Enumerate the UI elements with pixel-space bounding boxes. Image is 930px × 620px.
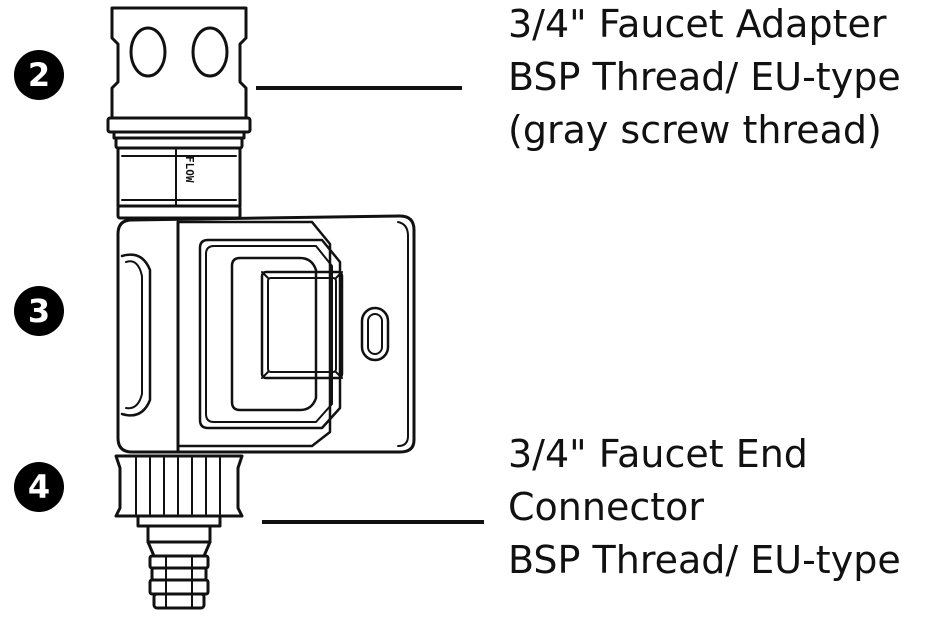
end-connector-callout-line-3: BSP Thread/ EU-type xyxy=(508,538,901,582)
adapter-callout-line-3: (gray screw thread) xyxy=(508,108,882,152)
adapter-callout-line-1: 3/4" Faucet Adapter xyxy=(508,2,887,46)
faucet-adapter xyxy=(106,6,252,220)
adapter-leader-line xyxy=(256,86,462,90)
end-connector-leader-line xyxy=(262,520,484,524)
badge-2-label: 2 xyxy=(27,56,51,94)
flow-marking: FLOW xyxy=(183,156,196,183)
timer-housing xyxy=(116,214,416,454)
timer-button xyxy=(360,306,390,362)
end-connector-callout-line-1: 3/4" Faucet End xyxy=(508,432,808,476)
badge-2: 2 xyxy=(14,50,64,100)
timer-display xyxy=(260,270,344,380)
badge-4: 4 xyxy=(14,462,64,512)
badge-3: 3 xyxy=(14,286,64,336)
end-connector-callout: 3/4" Faucet End Connector BSP Thread/ EU… xyxy=(508,428,901,587)
badge-4-label: 4 xyxy=(27,468,51,506)
badge-3-label: 3 xyxy=(27,292,51,330)
adapter-callout-line-2: BSP Thread/ EU-type xyxy=(508,55,901,99)
end-connector-callout-line-2: Connector xyxy=(508,485,704,529)
adapter-grip-oval-right xyxy=(191,26,229,78)
faucet-end-connector xyxy=(114,454,244,610)
adapter-grip-oval-left xyxy=(129,26,167,78)
adapter-callout: 3/4" Faucet Adapter BSP Thread/ EU-type … xyxy=(508,0,901,157)
